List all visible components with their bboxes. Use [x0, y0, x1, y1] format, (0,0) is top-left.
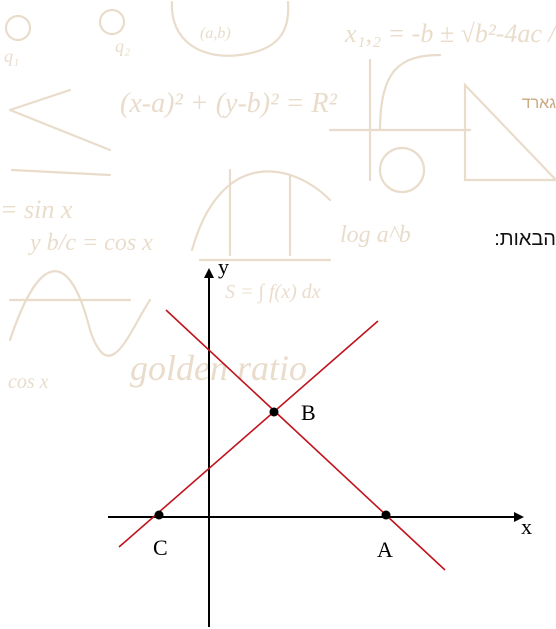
point-b-label: B [301, 400, 316, 425]
doodle-word-3: (a,b) [200, 25, 231, 42]
line-cb [118, 320, 379, 548]
point-a-label: A [377, 537, 393, 562]
y-axis-label: y [218, 254, 229, 279]
point-b [269, 407, 279, 417]
doodle-equation-4: y b/c = cos x [28, 230, 153, 256]
x-axis-label: x [521, 514, 532, 539]
question-text: הבאות: [494, 228, 556, 250]
doodle-equation-1: (x-a)² + (y-b)² = R² [120, 88, 337, 119]
point-c [154, 510, 164, 520]
doodle-equation-2: x₁,₂ = -b ± √b²-4ac / 2·a [344, 19, 556, 48]
doodle-equation-5: log a^b [340, 222, 411, 248]
line-ba [165, 309, 446, 571]
math-doodle-background: (x-a)² + (y-b)² = R² x₁,₂ = -b ± √b²-4ac… [0, 0, 556, 393]
doodle-equation-3: = sin x [0, 195, 73, 224]
doodle-word-1: golden ratio [130, 348, 307, 388]
coordinate-diagram: x y A B C [108, 254, 532, 627]
doodle-word-4: q₁ [4, 46, 19, 66]
point-c-label: C [153, 535, 168, 560]
doodle-word-2: cos x [8, 371, 49, 393]
doodle-equation-6: S = ∫ f(x) dx [225, 281, 321, 304]
doodle-word-5: q₂ [115, 36, 130, 56]
header-text-fragment: גארד [521, 95, 556, 112]
point-a [381, 510, 391, 520]
